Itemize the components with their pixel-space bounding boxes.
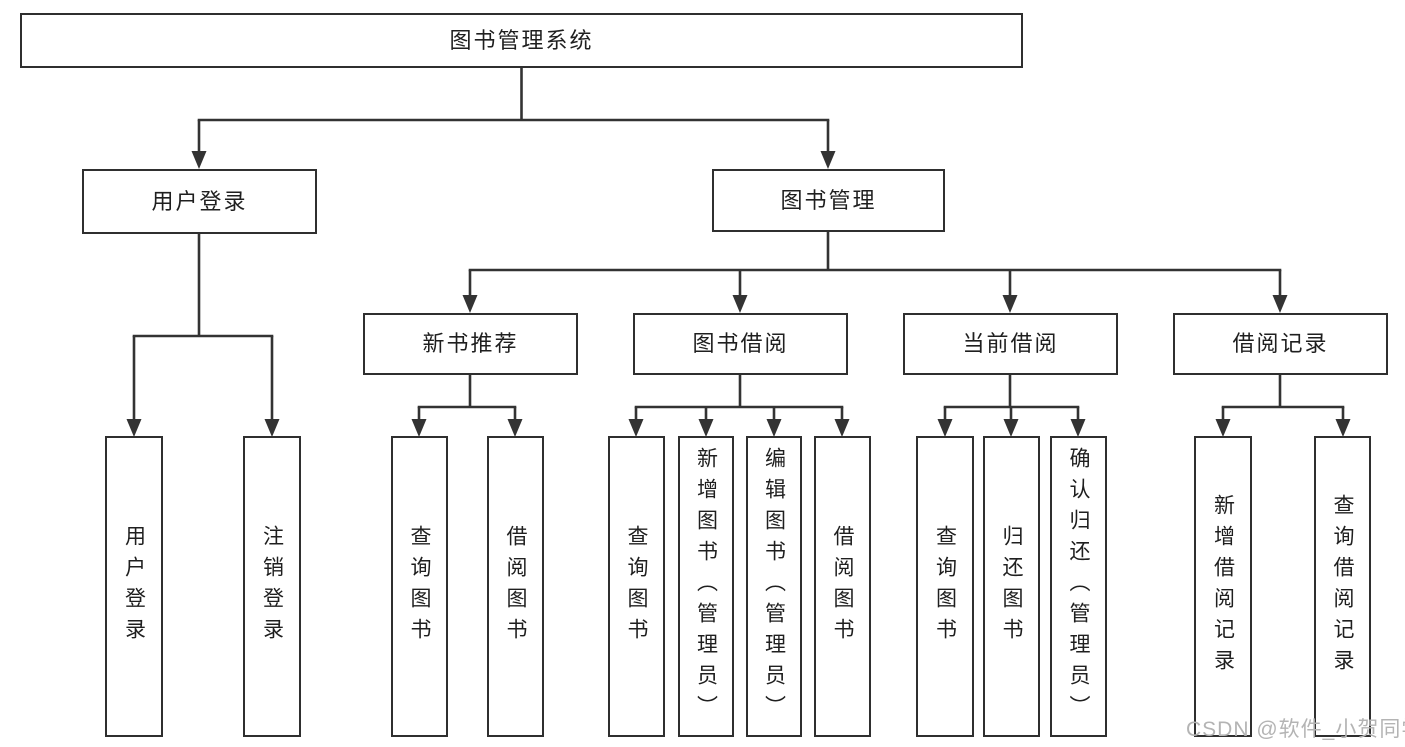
node-user-login: 用户登录 (82, 169, 317, 234)
node-current-borrow-label: 当前借阅 (962, 331, 1059, 356)
leaf-borrow-books-2: 借阅图书 (814, 436, 871, 737)
node-root-label: 图书管理系统 (449, 27, 594, 53)
node-new-book-recommend: 新书推荐 (363, 313, 578, 375)
leaf-add-book-admin: 新增图书（管理员） (678, 436, 734, 737)
leaf-search-books-3: 查询图书 (916, 436, 974, 737)
leaf-return-book: 归还图书 (983, 436, 1040, 737)
leaf-logout: 注销登录 (243, 436, 301, 737)
leaf-confirm-return-admin: 确认归还（管理员） (1050, 436, 1107, 737)
leaf-borrow-books-1: 借阅图书 (487, 436, 544, 737)
node-borrow-records: 借阅记录 (1173, 313, 1388, 375)
leaf-search-books-1-label: 查询图书 (408, 524, 431, 649)
leaf-logout-label: 注销登录 (260, 524, 284, 649)
leaf-search-books-2-label: 查询图书 (625, 524, 648, 649)
leaf-confirm-return-admin-label: 确认归还（管理员） (1067, 447, 1090, 726)
leaf-search-borrow-record: 查询借阅记录 (1314, 436, 1371, 737)
node-new-book-recommend-label: 新书推荐 (422, 331, 519, 356)
leaf-borrow-books-1-label: 借阅图书 (504, 524, 527, 649)
leaf-search-books-3-label: 查询图书 (933, 524, 957, 649)
leaf-search-books-1: 查询图书 (391, 436, 448, 737)
leaf-add-borrow-record-label: 新增借阅记录 (1211, 493, 1235, 680)
node-current-borrow: 当前借阅 (903, 313, 1118, 375)
watermark: CSDN @软件_小贺同学 (1186, 718, 1405, 741)
leaf-add-book-admin-label: 新增图书（管理员） (694, 447, 718, 726)
leaf-return-book-label: 归还图书 (1000, 524, 1023, 649)
node-borrow-records-label: 借阅记录 (1232, 331, 1329, 356)
leaf-edit-book-admin: 编辑图书（管理员） (746, 436, 802, 737)
leaf-search-borrow-record-label: 查询借阅记录 (1331, 493, 1354, 680)
leaf-edit-book-admin-label: 编辑图书（管理员） (762, 447, 786, 726)
node-book-management-label: 图书管理 (780, 187, 877, 213)
leaf-add-borrow-record: 新增借阅记录 (1194, 436, 1252, 737)
node-book-borrow: 图书借阅 (633, 313, 848, 375)
leaf-user-login-label: 用户登录 (122, 524, 146, 649)
node-book-management: 图书管理 (712, 169, 945, 232)
node-root: 图书管理系统 (20, 13, 1023, 68)
node-user-login-label: 用户登录 (151, 188, 248, 214)
leaf-user-login: 用户登录 (105, 436, 163, 737)
leaf-borrow-books-2-label: 借阅图书 (831, 524, 854, 649)
leaf-search-books-2: 查询图书 (608, 436, 665, 737)
node-book-borrow-label: 图书借阅 (692, 331, 789, 356)
